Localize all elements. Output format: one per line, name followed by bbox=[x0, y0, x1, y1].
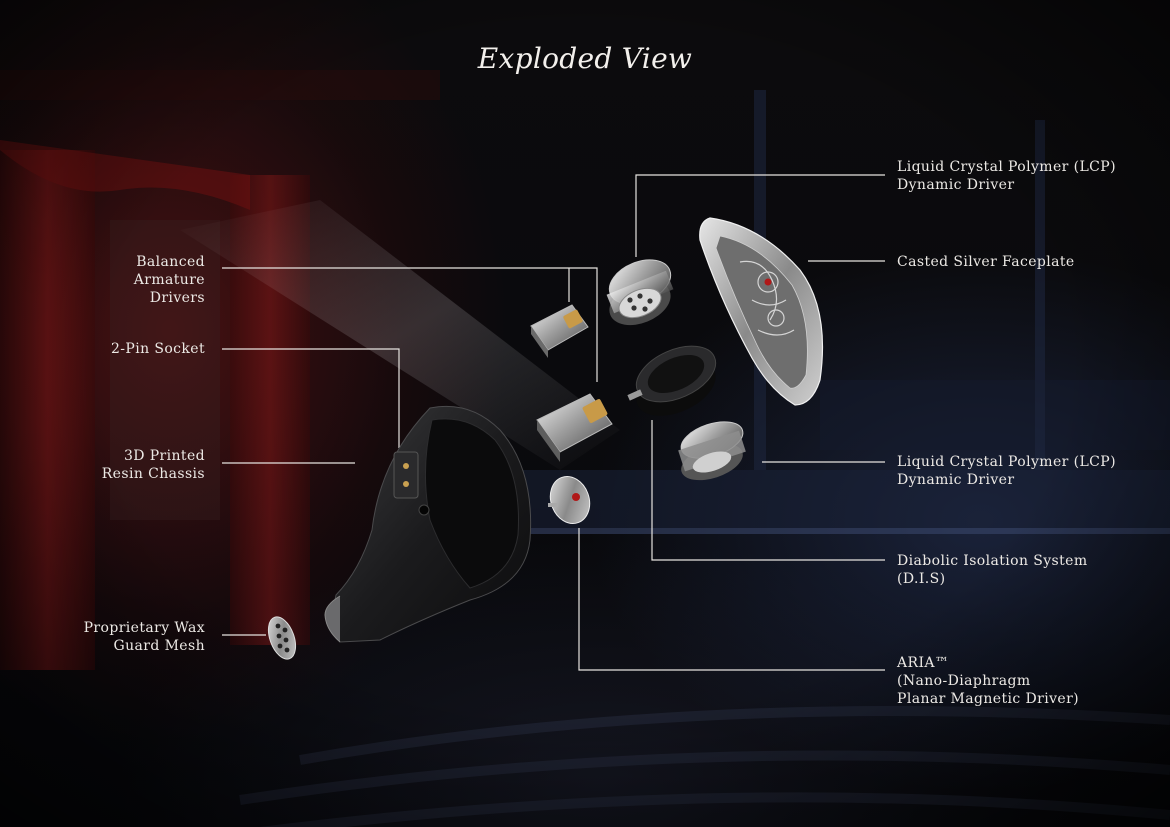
resin-chassis-part bbox=[324, 405, 532, 643]
lcp-driver-top-part bbox=[606, 259, 674, 326]
leader-2pin bbox=[222, 348, 400, 448]
aria-part bbox=[548, 476, 591, 524]
label-lcp-driver-mid: Liquid Crystal Polymer (LCP) Dynamic Dri… bbox=[897, 454, 1116, 488]
label-silver-faceplate: Casted Silver Faceplate bbox=[897, 254, 1075, 270]
balanced-armature-lower-part bbox=[536, 393, 613, 462]
label-balanced-armature: Balanced Armature Drivers bbox=[133, 254, 205, 306]
page-title: Exploded View bbox=[477, 42, 693, 75]
balanced-armature-upper-part bbox=[530, 304, 589, 358]
wax-guard-mesh-part bbox=[267, 616, 297, 660]
lcp-driver-mid-part bbox=[678, 421, 746, 481]
leader-dis bbox=[651, 420, 885, 561]
label-resin-chassis: 3D Printed Resin Chassis bbox=[101, 448, 205, 482]
leader-lines bbox=[222, 174, 885, 671]
label-wax-guard: Proprietary Wax Guard Mesh bbox=[83, 620, 205, 654]
leader-balanced-armature bbox=[222, 267, 598, 382]
label-aria: ARIA™ (Nano-Diaphragm Planar Magnetic Dr… bbox=[897, 655, 1080, 707]
two-pin-socket-part bbox=[393, 451, 419, 499]
label-dis: Diabolic Isolation System (D.I.S) bbox=[897, 553, 1088, 587]
label-lcp-driver-top: Liquid Crystal Polymer (LCP) Dynamic Dri… bbox=[897, 159, 1116, 193]
leader-lcp-top bbox=[635, 174, 885, 257]
label-two-pin-socket: 2-Pin Socket bbox=[110, 341, 205, 357]
silver-faceplate-part bbox=[699, 217, 824, 406]
leader-aria bbox=[578, 528, 885, 671]
dis-part bbox=[627, 345, 717, 416]
